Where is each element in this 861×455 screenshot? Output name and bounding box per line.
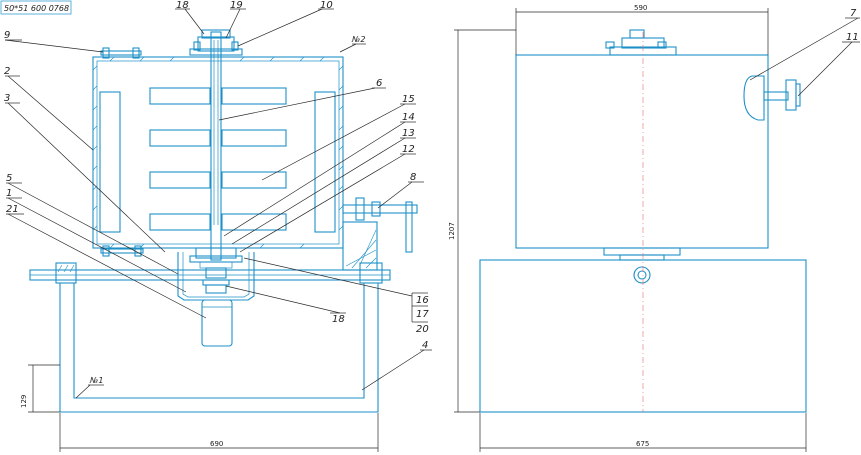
callout-13: 13 (402, 128, 415, 139)
mixer-shaft (210, 31, 222, 261)
dim-side-height: 1207 (448, 222, 456, 240)
callout-17: 17 (416, 309, 429, 320)
callout-3: 3 (4, 93, 10, 104)
callout-18-bottom: 18 (332, 314, 345, 325)
callout-2: 2 (4, 66, 10, 77)
callout-14: 14 (402, 112, 415, 123)
impeller-blades (149, 87, 287, 231)
support-frame (29, 262, 391, 413)
callout-12: 12 (402, 144, 415, 155)
weld-mark-1: №1 (89, 376, 103, 385)
weld-mark-2: №2 (351, 35, 365, 44)
title-stamp: 50*51 600 0768 (4, 4, 69, 13)
callout-7: 7 (850, 8, 857, 19)
motor (201, 299, 233, 347)
drain-port (633, 266, 651, 284)
callout-16: 16 (416, 295, 429, 306)
side-top-drive (605, 29, 677, 56)
side-bottom-neck (603, 247, 681, 261)
bottom-seal-assembly (189, 247, 243, 294)
dim-front-width: 690 (210, 440, 223, 448)
front-dimensions: 690 129 (20, 364, 379, 452)
leader-lines-front (4, 8, 432, 391)
callout-5: 5 (6, 173, 12, 184)
callout-15: 15 (402, 94, 415, 105)
title-stamp-frame (0, 0, 72, 15)
side-outlet (743, 75, 801, 121)
callout-18-top: 18 (176, 0, 189, 11)
side-tank (515, 54, 769, 249)
callout-19: 19 (230, 0, 243, 11)
side-dimensions: 590 675 1207 (448, 4, 807, 452)
dim-side-top-width: 590 (634, 4, 647, 12)
dim-side-bottom-width: 675 (636, 440, 649, 448)
callout-6: 6 (376, 78, 382, 89)
front-view: 690 129 №2 №1 (4, 0, 432, 452)
callout-1: 1 (6, 188, 12, 199)
flange-bolt-left (100, 47, 142, 59)
leader-lines-side (749, 17, 860, 97)
callout-20: 20 (416, 324, 429, 335)
dim-front-height: 129 (20, 395, 28, 408)
callout-11: 11 (846, 32, 859, 43)
baffle-right (314, 91, 336, 233)
callout-4: 4 (422, 340, 428, 351)
baffle-left (99, 91, 121, 233)
top-bearing-assembly (189, 29, 243, 56)
callout-9: 9 (4, 30, 10, 41)
side-view: 590 675 1207 7 11 (448, 4, 860, 452)
callout-21: 21 (6, 204, 19, 215)
callout-10: 10 (320, 0, 333, 11)
callout-8: 8 (410, 172, 416, 183)
side-bracket (342, 197, 418, 271)
